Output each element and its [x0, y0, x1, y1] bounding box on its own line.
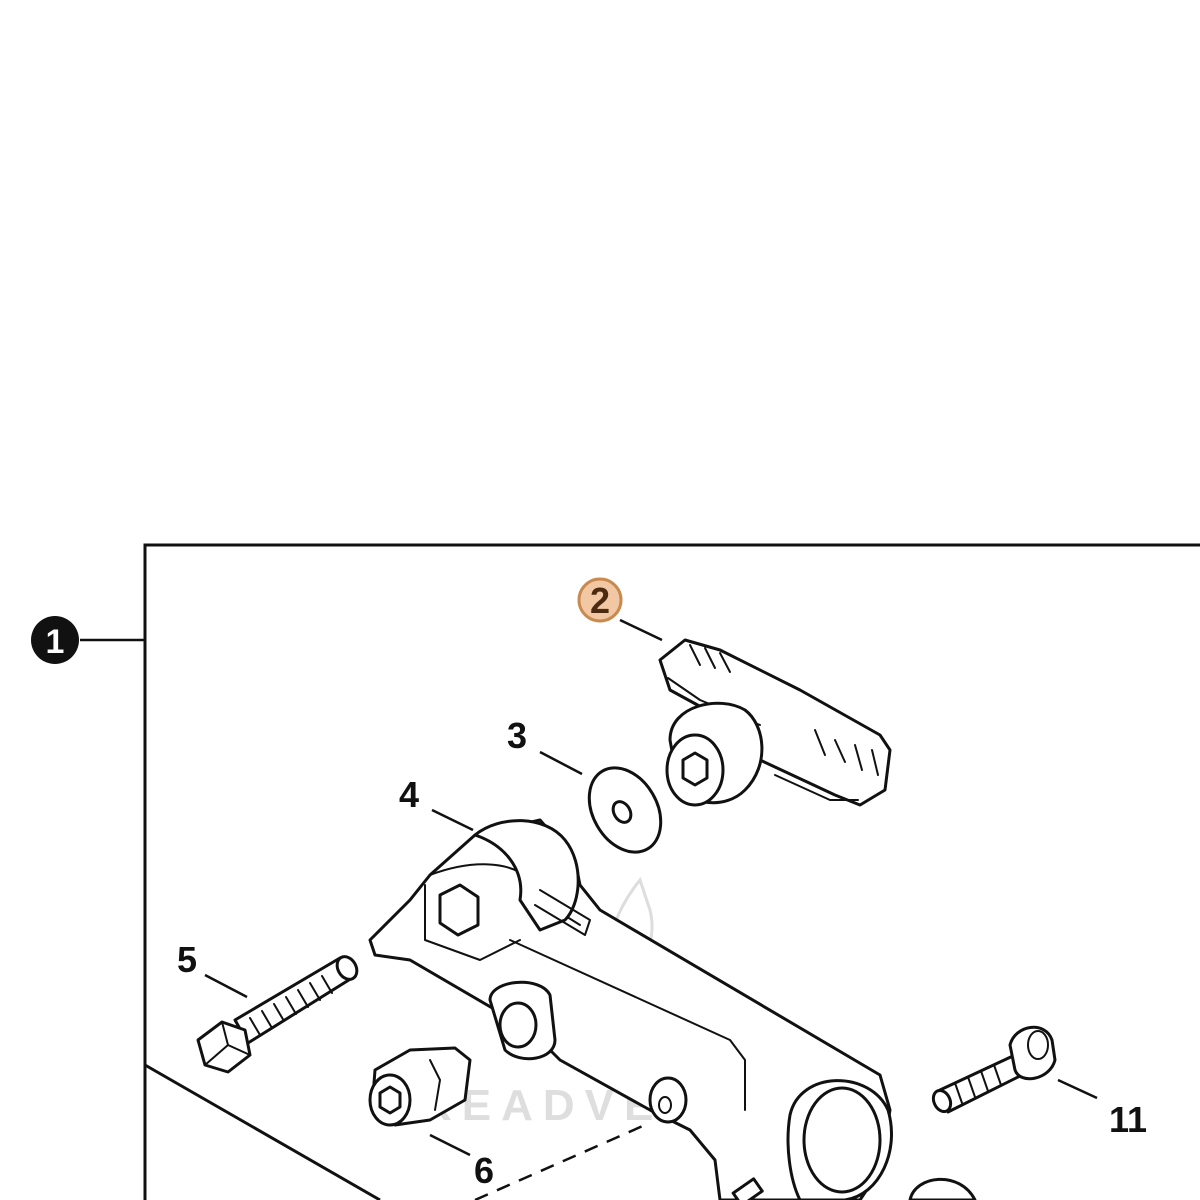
callout-2[interactable]: 2	[577, 577, 623, 623]
callout-label-3[interactable]: 3	[507, 715, 527, 756]
washer-part[interactable]	[575, 755, 675, 865]
callout-label-6[interactable]: 6	[474, 1150, 494, 1191]
callout-label-11[interactable]: 11	[1109, 1099, 1147, 1140]
nut-part[interactable]	[368, 1046, 472, 1127]
assembly-frame	[80, 543, 1200, 1200]
socket-screw-part[interactable]	[930, 1025, 1057, 1114]
callout-1[interactable]: 1	[31, 616, 79, 664]
hex-bolt-part[interactable]	[196, 953, 361, 1074]
callout-label-1: 1	[46, 623, 65, 661]
bracket-clamp-part[interactable]	[368, 818, 977, 1200]
dashed-assembly-line	[474, 1123, 646, 1200]
callout-label-4[interactable]: 4	[399, 774, 419, 815]
callout-label-5[interactable]: 5	[177, 939, 197, 980]
wing-knob-part[interactable]	[658, 638, 892, 807]
callout-label-2: 2	[590, 580, 610, 621]
leader-lines	[204, 618, 1098, 1157]
